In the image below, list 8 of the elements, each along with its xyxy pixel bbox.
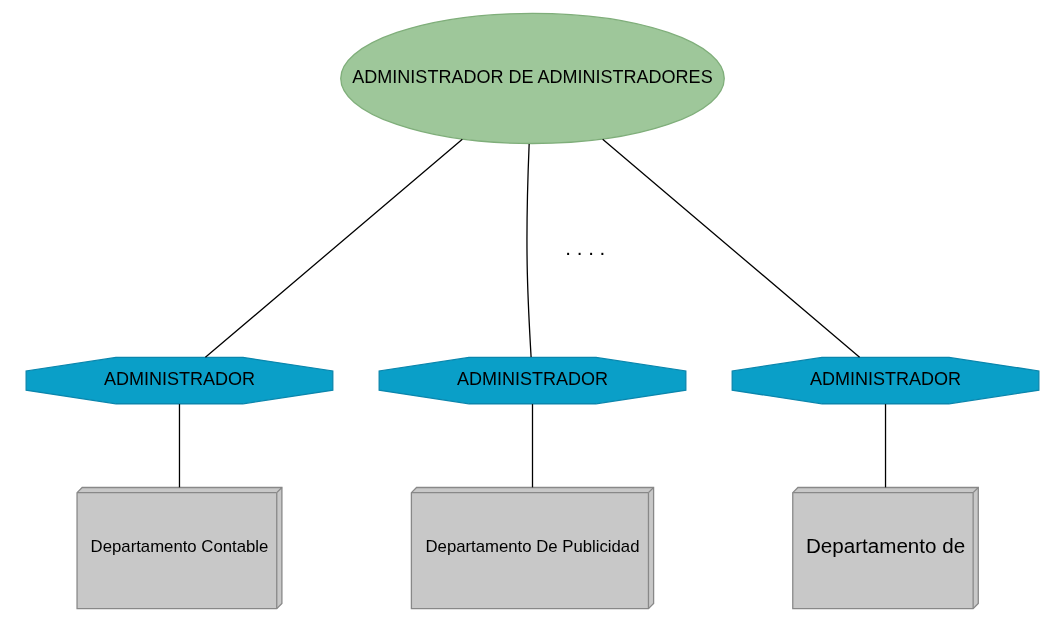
connector	[884, 403, 886, 488]
connector	[601, 138, 860, 358]
connector	[178, 403, 180, 488]
connector	[525, 143, 532, 358]
label: . . . .	[564, 236, 605, 260]
connector	[204, 138, 463, 358]
connector	[531, 403, 533, 488]
node-ellipse: ADMINISTRADOR DE ADMINISTRADORES	[339, 12, 725, 145]
